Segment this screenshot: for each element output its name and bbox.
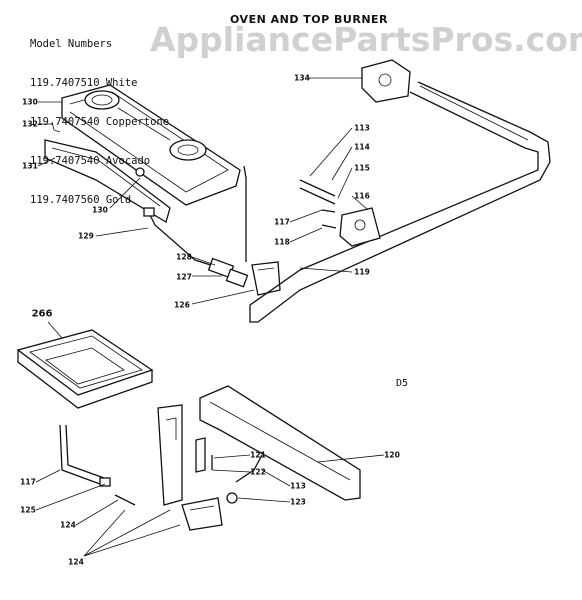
manifold-pipe	[249, 59, 551, 323]
callout-118: 118	[274, 237, 290, 247]
thermostat-bulb	[59, 424, 136, 506]
callout-128: 128	[176, 252, 192, 262]
callout-116: 116	[354, 191, 370, 201]
callout-126: 126	[174, 300, 190, 310]
diagram-code: D5	[396, 378, 409, 389]
diagram-title: OVEN AND TOP BURNER	[230, 13, 389, 26]
model-line: 119.7407540 Avocado	[30, 155, 151, 167]
callout-123: 123	[290, 497, 306, 507]
oven-valve	[299, 179, 381, 247]
callout-117: 117	[274, 217, 290, 227]
callout-115: 115	[354, 163, 370, 173]
broiler-pan	[16, 329, 154, 409]
callout-127: 127	[176, 272, 192, 282]
top-burner-valve	[207, 165, 281, 296]
callout-113-lower: 113	[290, 481, 306, 491]
callout-130-lower: 130	[92, 205, 108, 215]
oven-burner-assembly	[157, 385, 361, 531]
leader-lines	[35, 77, 385, 557]
callout-266: 266	[31, 308, 53, 320]
callout-119: 119	[354, 267, 370, 277]
watermark: AppliancePartsPros.com	[150, 20, 582, 59]
model-line: 119.7407510 White	[30, 77, 138, 89]
model-line: Model Numbers	[30, 38, 113, 50]
callout-120: 120	[384, 450, 400, 460]
callout-122: 122	[250, 467, 266, 477]
callout-114: 114	[354, 142, 370, 152]
callout-132: 132	[22, 119, 38, 129]
callout-124-upper: 124	[60, 520, 76, 530]
callout-130: 130	[22, 97, 38, 107]
burner-box	[44, 84, 241, 223]
callout-129: 129	[78, 231, 94, 241]
callout-125: 125	[20, 505, 36, 515]
callout-113: 113	[354, 123, 370, 133]
model-line: 119.7407540 Coppertone	[30, 116, 170, 128]
callout-134: 134	[294, 73, 310, 83]
callout-121: 121	[250, 450, 266, 460]
model-numbers: Model Numbers 119.7407510 White 119.7407…	[30, 12, 169, 233]
pilot-tubing	[143, 207, 221, 269]
callout-131: 131	[22, 161, 38, 171]
callout-117-lower: 117	[20, 477, 36, 487]
callout-124-lower: 124	[68, 557, 84, 567]
